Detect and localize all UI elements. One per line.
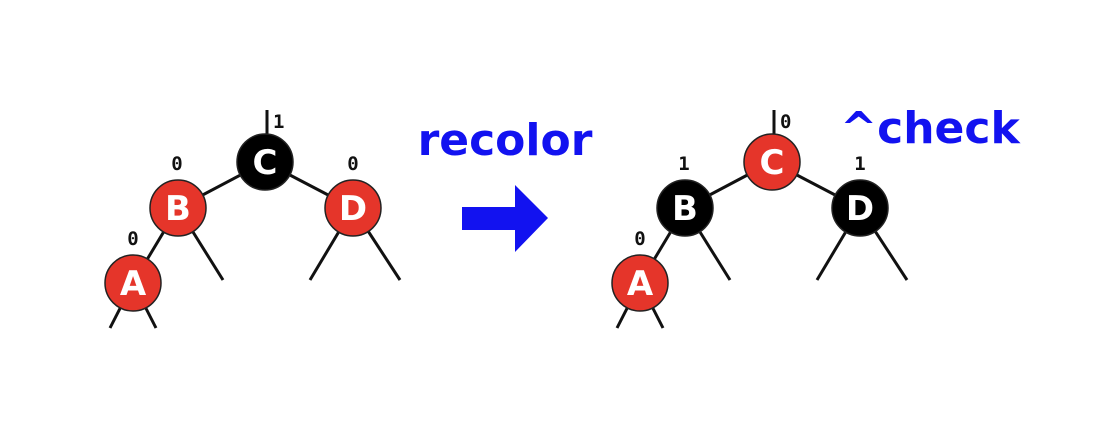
tree-node-b: B1 xyxy=(656,153,714,237)
node-black-height-label: 1 xyxy=(678,153,689,175)
node-circle xyxy=(611,254,669,312)
node-black-height-label: 0 xyxy=(127,228,138,250)
tree-node-c: C xyxy=(236,133,294,191)
node-circle xyxy=(104,254,162,312)
node-circle xyxy=(831,179,889,237)
node-key: B xyxy=(165,189,191,229)
node-key: D xyxy=(339,189,367,229)
node-black-height-label: 0 xyxy=(347,153,358,175)
node-key: B xyxy=(672,189,698,229)
node-key: C xyxy=(253,143,278,183)
root-black-height-label: 1 xyxy=(273,111,284,133)
tree-node-d: D0 xyxy=(324,153,382,237)
node-key: A xyxy=(627,264,654,304)
node-circle xyxy=(236,133,294,191)
node-circle xyxy=(743,133,801,191)
check-note-label: ^check xyxy=(840,103,1021,154)
root-black-height-label: 0 xyxy=(780,111,791,133)
tree-node-c: C xyxy=(743,133,801,191)
tree-node-a: A0 xyxy=(104,228,162,312)
node-key: D xyxy=(846,189,874,229)
node-key: A xyxy=(120,264,147,304)
node-circle xyxy=(324,179,382,237)
tree-node-d: D1 xyxy=(831,153,889,237)
node-black-height-label: 1 xyxy=(854,153,865,175)
tree-node-b: B0 xyxy=(149,153,207,237)
node-circle xyxy=(149,179,207,237)
node-key: C xyxy=(760,143,785,183)
right-arrow-icon xyxy=(462,185,548,252)
recolor-label: recolor xyxy=(418,115,593,166)
node-black-height-label: 0 xyxy=(171,153,182,175)
tree-node-a: A0 xyxy=(611,228,669,312)
node-circle xyxy=(656,179,714,237)
node-black-height-label: 0 xyxy=(634,228,645,250)
